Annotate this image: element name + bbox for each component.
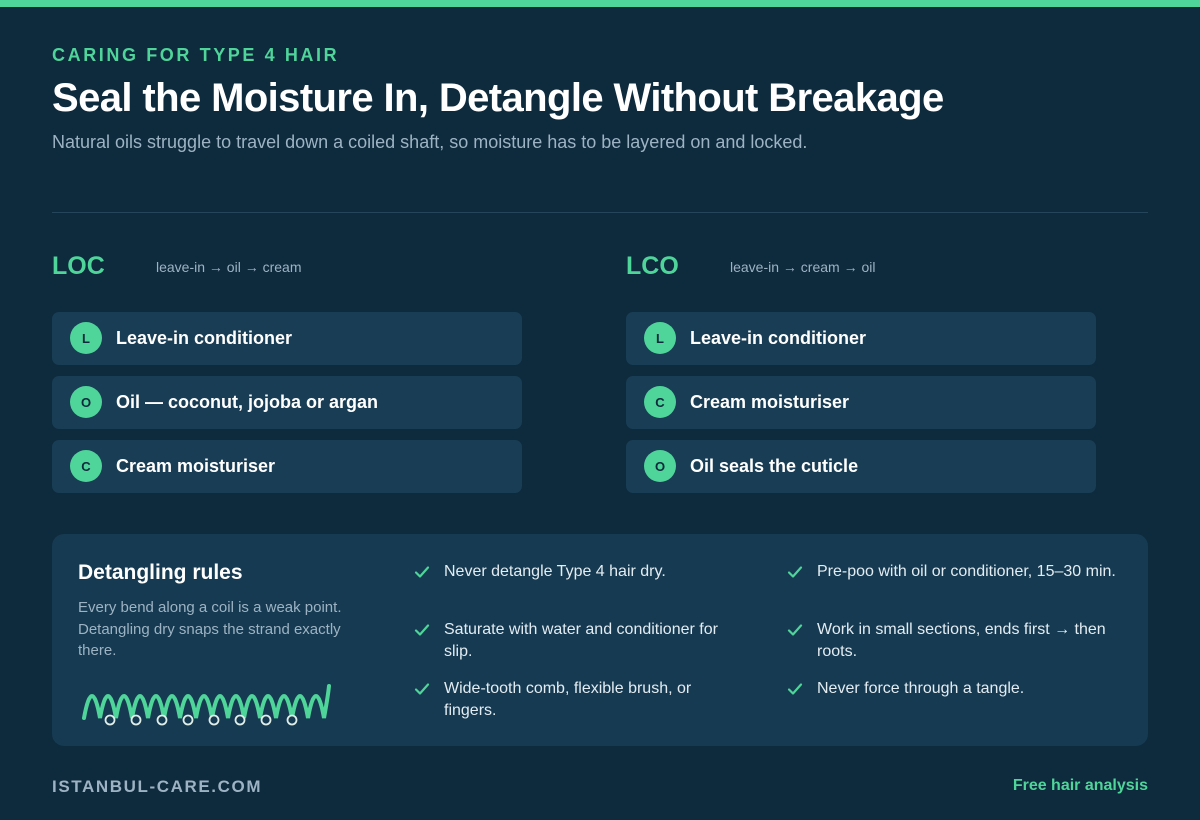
detangling-title: Detangling rules bbox=[78, 561, 243, 584]
step-label: Leave-in conditioner bbox=[116, 328, 293, 348]
check-icon bbox=[414, 624, 430, 636]
step-label: Cream moisturiser bbox=[690, 392, 850, 412]
method-step: O Oil seals the cuticle bbox=[626, 440, 1096, 493]
rule-text: Pre-poo with oil or conditioner, 15–30 m… bbox=[817, 563, 1116, 580]
check-icon bbox=[787, 683, 803, 695]
rule-text: Never force through a tangle. bbox=[817, 680, 1025, 697]
page-title: Seal the Moisture In, Detangle Without B… bbox=[52, 76, 944, 120]
step-letter-badge: L bbox=[70, 322, 102, 354]
method-step: L Leave-in conditioner bbox=[52, 312, 522, 365]
page-subtitle: Natural oils struggle to travel down a c… bbox=[52, 132, 808, 152]
method-sequence: leave-in → cream → oil bbox=[730, 259, 876, 275]
method-sequence: leave-in → oil → cream bbox=[156, 259, 302, 275]
method-step: L Leave-in conditioner bbox=[626, 312, 1096, 365]
check-icon bbox=[414, 683, 430, 695]
eyebrow-label: CARING FOR TYPE 4 HAIR bbox=[52, 45, 340, 65]
detangling-panel: Detangling rules Every bend along a coil… bbox=[52, 534, 1148, 746]
step-letter-badge: O bbox=[70, 386, 102, 418]
check-icon bbox=[787, 566, 803, 578]
step-label: Oil seals the cuticle bbox=[690, 456, 859, 476]
step-letter-badge: C bbox=[70, 450, 102, 482]
check-icon bbox=[414, 566, 430, 578]
method-step: C Cream moisturiser bbox=[52, 440, 522, 493]
step-letter-badge: O bbox=[644, 450, 676, 482]
header-divider bbox=[52, 212, 1148, 213]
method-name: LCO bbox=[626, 252, 679, 280]
method-step: C Cream moisturiser bbox=[626, 376, 1096, 429]
step-label: Cream moisturiser bbox=[116, 456, 276, 476]
rule-text: Never detangle Type 4 hair dry. bbox=[444, 563, 666, 580]
method-loc: LOC leave-in → oil → cream L Leave-in co… bbox=[52, 252, 522, 493]
step-label: Oil — coconut, jojoba or argan bbox=[116, 392, 379, 412]
method-lco: LCO leave-in → cream → oil L Leave-in co… bbox=[626, 252, 1096, 493]
method-header: LOC leave-in → oil → cream bbox=[52, 252, 522, 284]
rule-text: Saturate with water and conditioner for … bbox=[444, 621, 718, 660]
step-letter-badge: L bbox=[644, 322, 676, 354]
rule-text: Work in small sections, ends first → the… bbox=[817, 621, 1106, 660]
method-step: O Oil — coconut, jojoba or argan bbox=[52, 376, 522, 429]
check-icon bbox=[787, 624, 803, 636]
step-letter-badge: C bbox=[644, 386, 676, 418]
rule-text: Wide-tooth comb, flexible brush, or fing… bbox=[444, 680, 692, 719]
detangling-description: Every bend along a coil is a weak point.… bbox=[78, 599, 342, 659]
step-label: Leave-in conditioner bbox=[690, 328, 867, 348]
method-header: LCO leave-in → cream → oil bbox=[626, 252, 1096, 284]
method-name: LOC bbox=[52, 252, 105, 280]
coil-strand-icon bbox=[82, 684, 331, 726]
free-hair-analysis-link[interactable]: Free hair analysis bbox=[1012, 777, 1148, 794]
footer-brand: ISTANBUL-CARE.COM bbox=[52, 777, 263, 796]
top-accent-bar bbox=[0, 0, 1200, 7]
